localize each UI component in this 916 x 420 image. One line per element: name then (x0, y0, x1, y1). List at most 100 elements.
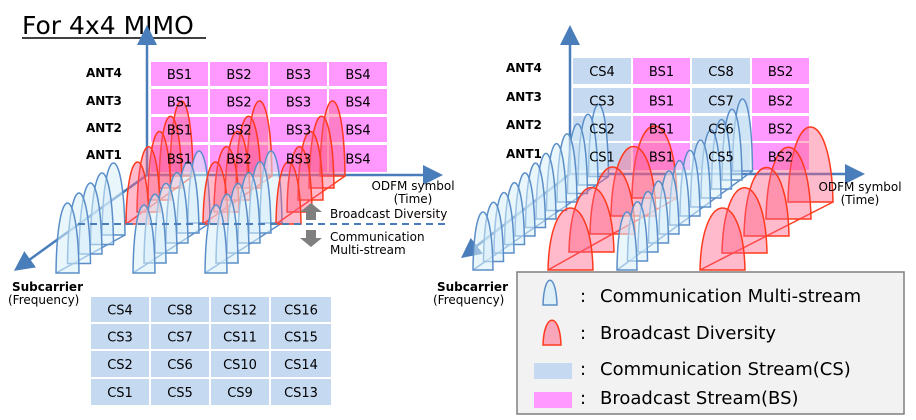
communication-stream-table-cell (211, 324, 269, 349)
communication-stream-table-cell (91, 351, 149, 377)
broadcast-stream-swatch (534, 392, 572, 408)
right-stream-grid-cell-label: CS2 (589, 123, 615, 138)
left-stream-grid-cell-label: BS4 (345, 124, 370, 139)
communication-stream-table-cell (91, 379, 149, 405)
right-antenna-label: ANT3 (506, 90, 542, 104)
communication-stream-table-cell (271, 351, 331, 377)
legend-separator: : (580, 286, 586, 307)
legend-item-label: Broadcast Diversity (600, 323, 776, 344)
broadcast-diversity-arch (568, 187, 615, 253)
legend-item-label: Communication Stream(CS) (600, 359, 851, 380)
communication-stream-table-cell (271, 379, 331, 405)
legend-separator: : (580, 359, 586, 380)
left-time-axis-unit: (Time) (394, 192, 433, 206)
broadcast-diversity-arch (308, 115, 335, 189)
left-stream-grid-cell-label: BS2 (226, 124, 251, 139)
right-stream-grid-cell-label: BS1 (649, 123, 674, 138)
communication-stream-table-cell-label: CS15 (284, 331, 318, 346)
right-stream-grid-cell (633, 88, 690, 113)
left-stream-grid-cell (270, 89, 327, 114)
right-stream-grid-cell-label: CS6 (708, 123, 734, 138)
communication-stream-table-cell-label: CS10 (223, 358, 257, 373)
left-stream-grid-cell (270, 145, 327, 172)
left-stream-grid-cell-label: BS4 (345, 153, 370, 168)
right-stream-grid-cell (752, 58, 809, 84)
broadcast-diversity-arch (286, 146, 313, 213)
right-antenna-label: ANT2 (506, 118, 542, 132)
legend-box (516, 271, 905, 415)
communication-stream-swatch (534, 363, 572, 379)
left-stream-grid-cell-label: BS4 (345, 96, 370, 111)
left-stream-grid-cell-label: BS1 (167, 96, 192, 111)
right-stream-grid-cell-label: CS5 (708, 151, 734, 166)
communication-stream-table-cell (211, 351, 269, 377)
communication-stream-table-cell-label: CS13 (284, 386, 318, 401)
right-stream-grid-cell-label: BS2 (768, 151, 793, 166)
communication-multistream-arch (616, 211, 638, 271)
right-stream-grid-cell-label: BS2 (768, 123, 793, 138)
multi-stream-label: Multi-stream (330, 243, 406, 257)
left-stream-grid-cell (329, 62, 387, 86)
left-stream-grid-cell (329, 145, 387, 172)
right-time-axis-label: ODFM symbol (818, 180, 901, 194)
right-stream-grid-cell (752, 88, 809, 113)
broadcast-diversity-arch (297, 131, 324, 201)
left-stream-grid-cell-label: BS1 (167, 68, 192, 83)
communication-arch-legend-icon (542, 279, 558, 306)
right-antenna-label: ANT4 (506, 61, 542, 75)
communication-stream-table-cell (211, 297, 269, 322)
right-stream-grid-cell (633, 58, 690, 84)
left-antenna-label: ANT3 (86, 94, 122, 108)
communication-stream-table-cell-label: CS1 (107, 386, 133, 401)
right-stream-grid-cell-label: BS2 (768, 65, 793, 80)
broadcast-diversity-arch (275, 161, 302, 225)
left-stream-grid-cell-label: BS2 (226, 96, 251, 111)
communication-multistream-arch (204, 204, 228, 274)
up-arrow-icon (300, 203, 322, 220)
right-stream-grid-cell-label: CS8 (708, 65, 734, 80)
left-stream-grid-cell (329, 117, 387, 142)
broadcast-diversity-arch (721, 187, 768, 254)
right-stream-grid-cell (692, 58, 750, 84)
legend-item-label: Communication Multi-stream (600, 286, 861, 307)
communication-stream-table-cell (151, 324, 209, 349)
left-stream-grid-cell-label: BS2 (226, 68, 251, 83)
left-stream-grid-cell-label: BS1 (167, 153, 192, 168)
left-antenna-label: ANT2 (86, 121, 122, 135)
broadcast-diversity-arch (547, 207, 594, 271)
right-stream-grid-cell-label: BS1 (649, 95, 674, 110)
right-antenna-label: ANT1 (506, 147, 542, 161)
left-antenna-label: ANT1 (86, 148, 122, 162)
communication-stream-table-cell-label: CS9 (227, 386, 253, 401)
broadcast-diversity-arch (699, 207, 746, 271)
communication-stream-table-cell-label: CS8 (167, 304, 193, 319)
communication-stream-table-cell (271, 324, 331, 349)
right-stream-grid-cell-label: BS1 (649, 151, 674, 166)
down-arrow-icon (300, 230, 322, 247)
left-stream-grid-cell (151, 62, 208, 86)
communication-stream-table-cell-label: CS5 (167, 386, 193, 401)
shapes-layer (13, 25, 905, 415)
communication-multistream-arch (132, 204, 156, 274)
right-frequency-axis-unit: (Frequency) (433, 293, 504, 307)
left-stream-grid-cell-label: BS4 (345, 68, 370, 83)
communication-stream-table-cell (91, 324, 149, 349)
legend-item-label: Broadcast Stream(BS) (600, 388, 799, 409)
right-time-axis-unit: (Time) (841, 193, 880, 207)
left-stream-grid-cell (270, 62, 327, 86)
right-stream-grid-cell-label: CS4 (589, 65, 615, 80)
title: For 4x4 MIMO (22, 11, 194, 40)
communication-stream-table-cell (271, 297, 331, 322)
left-stream-grid-cell-label: BS1 (167, 124, 192, 139)
left-stream-grid-cell (210, 62, 268, 86)
left-time-axis-label: ODFM symbol (371, 179, 454, 193)
left-frequency-axis-unit: (Frequency) (8, 293, 79, 307)
communication-stream-table-cell-label: CS12 (223, 304, 257, 319)
communication-stream-table-cell-label: CS16 (284, 304, 318, 319)
communication-multistream-arch (55, 202, 80, 274)
right-stream-grid-cell-label: CS7 (708, 95, 734, 110)
communication-stream-table-cell-label: CS7 (167, 331, 193, 346)
communication-stream-table-cell-label: CS4 (107, 304, 133, 319)
